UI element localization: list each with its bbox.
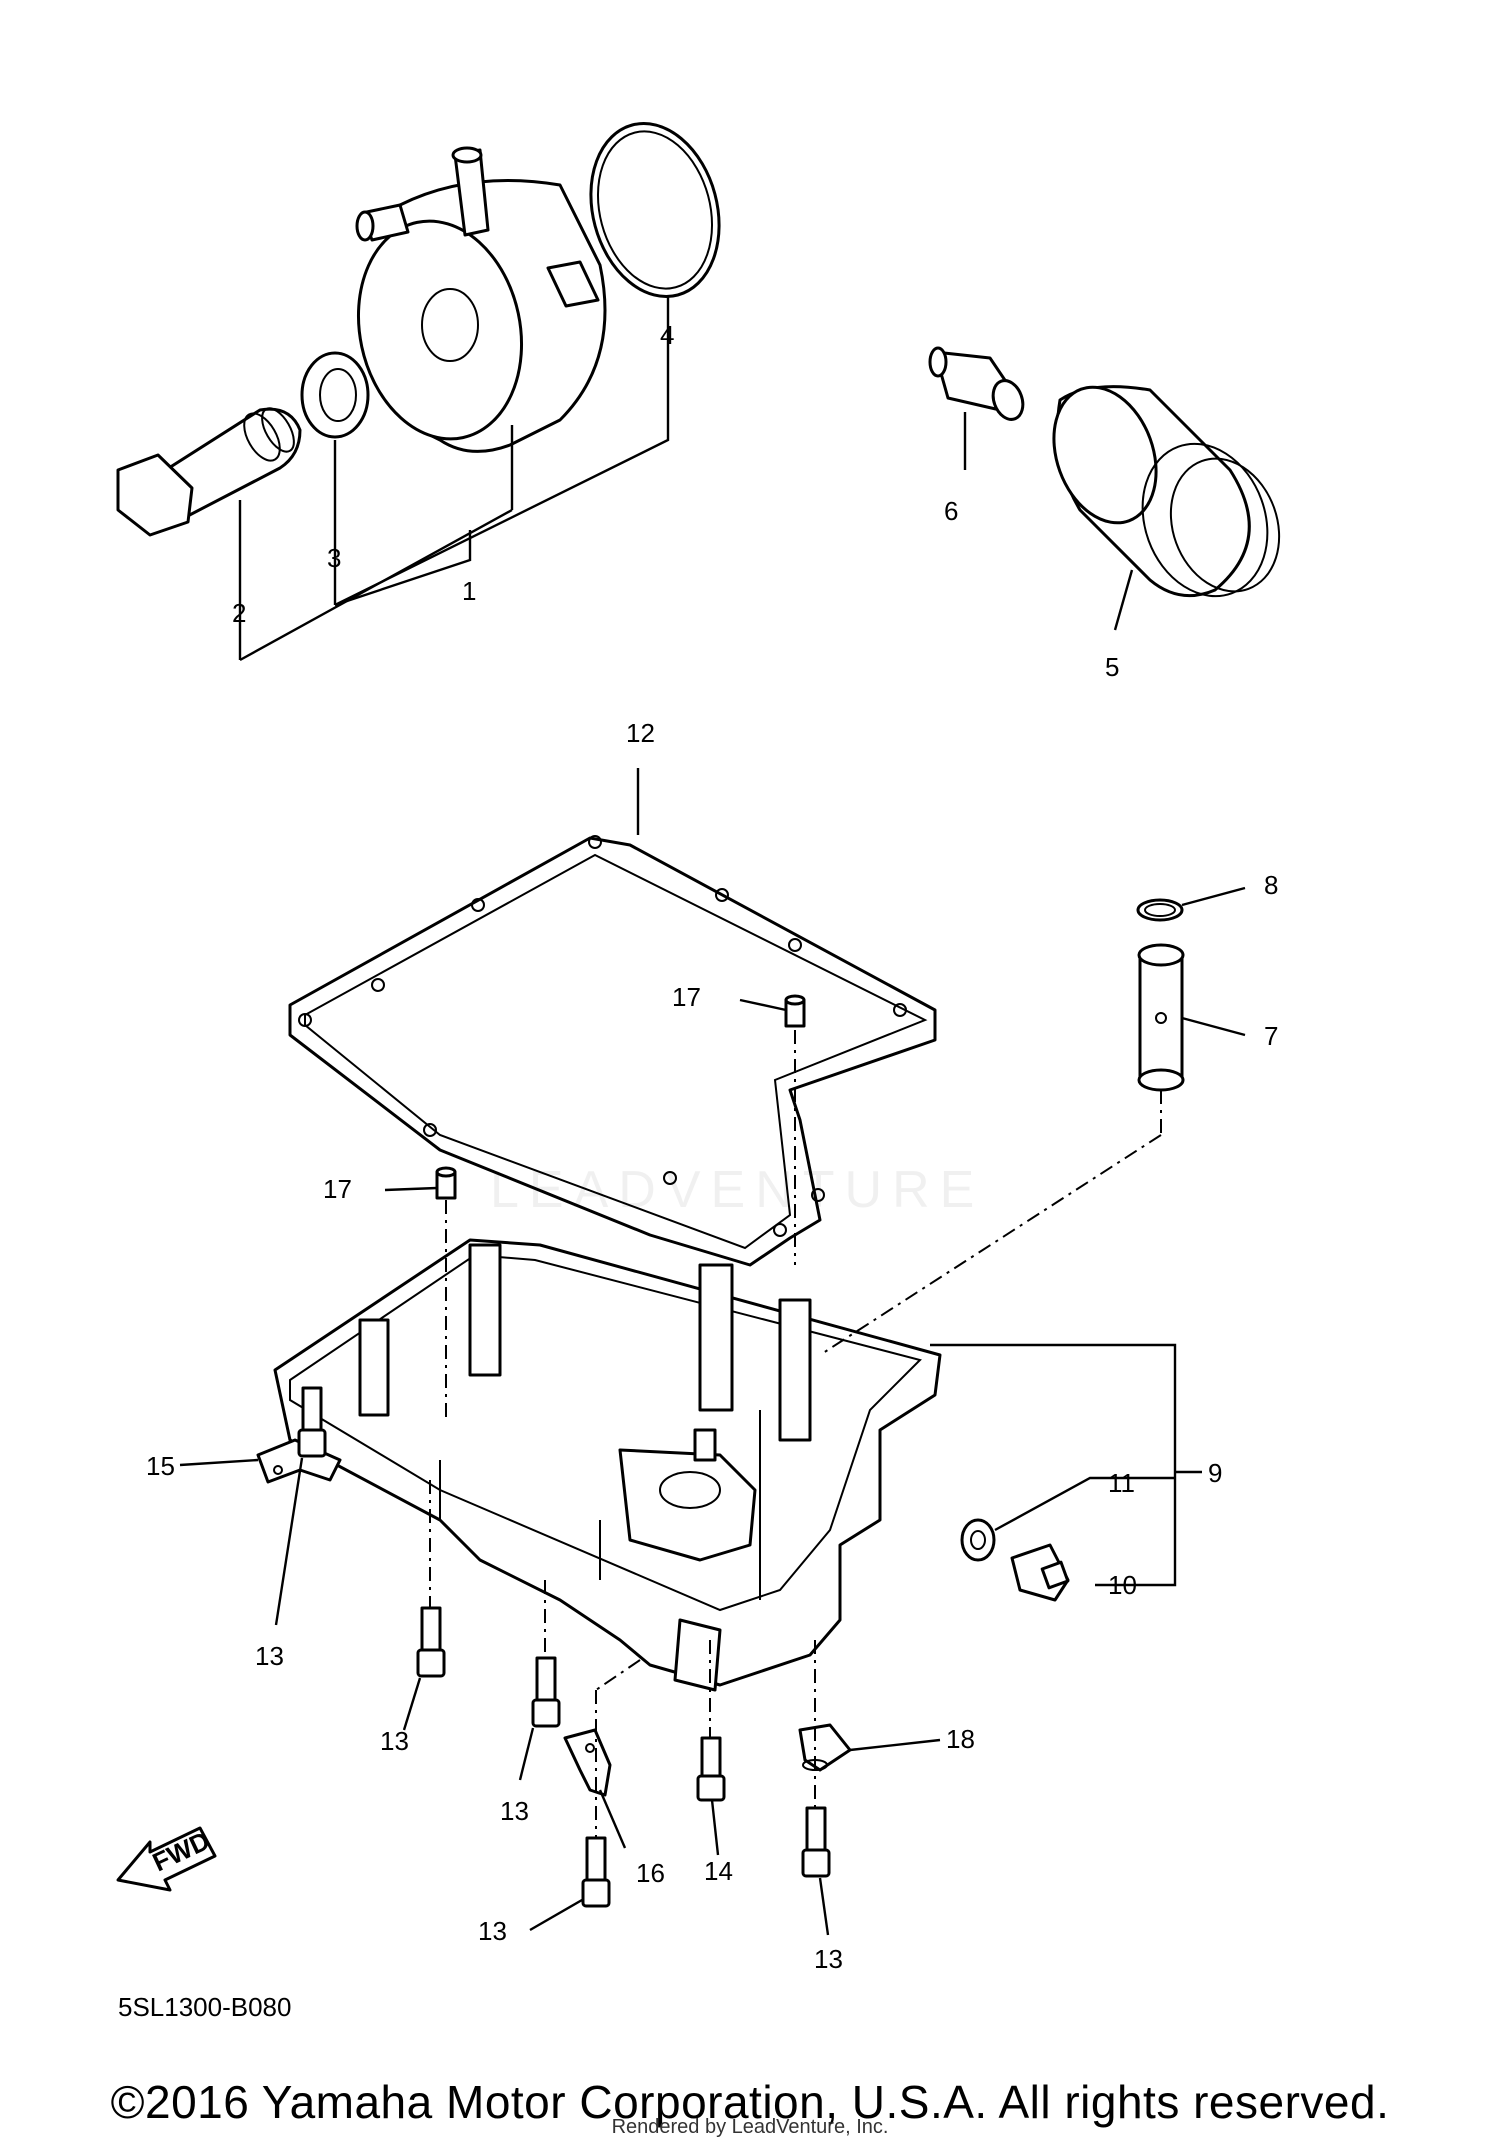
dowel-pin-part[interactable] xyxy=(435,1166,457,1200)
callout-3: 3 xyxy=(327,543,341,573)
callout-13: 13 xyxy=(255,1641,284,1671)
diagram-code: 5SL1300-B080 xyxy=(118,1992,292,2022)
bracket-part[interactable] xyxy=(256,1438,342,1484)
washer-part[interactable] xyxy=(300,351,370,439)
o-ring-small-part[interactable] xyxy=(1136,898,1184,922)
callout-2: 2 xyxy=(232,598,246,628)
clamp-part[interactable] xyxy=(798,1723,852,1772)
callout-4: 4 xyxy=(660,320,674,350)
leadventure-watermark: LEADVENTURE xyxy=(490,1161,985,1219)
bolt-part[interactable] xyxy=(416,1606,446,1678)
callout-13: 13 xyxy=(478,1916,507,1946)
union-bolt-part[interactable] xyxy=(116,403,302,537)
callout-17: 17 xyxy=(323,1174,352,1204)
dowel-pin-part[interactable] xyxy=(784,994,806,1028)
callout-13: 13 xyxy=(814,1944,843,1974)
bolt-part[interactable] xyxy=(531,1656,561,1728)
top-leader-lines xyxy=(238,296,1134,662)
o-ring-large-part[interactable] xyxy=(572,109,737,311)
oil-pan-part[interactable] xyxy=(273,1238,942,1692)
callout-labels: 1 2 3 4 5 6 7 8 9 10 11 12 13 13 13 13 1… xyxy=(146,320,1278,1974)
callout-18: 18 xyxy=(946,1724,975,1754)
bolt-part[interactable] xyxy=(696,1736,726,1802)
callout-7: 7 xyxy=(1264,1021,1278,1051)
bracket-part[interactable] xyxy=(563,1728,612,1797)
callout-10: 10 xyxy=(1108,1570,1137,1600)
callout-14: 14 xyxy=(704,1856,733,1886)
callout-9: 9 xyxy=(1208,1458,1222,1488)
callout-13: 13 xyxy=(380,1726,409,1756)
oil-filter-part[interactable] xyxy=(1036,373,1297,614)
copyright-notice: ©2016 Yamaha Motor Corporation, U.S.A. A… xyxy=(110,2076,1390,2128)
callout-8: 8 xyxy=(1264,870,1278,900)
drain-gasket-part[interactable] xyxy=(960,1518,996,1562)
callout-17: 17 xyxy=(672,982,701,1012)
drain-bolt-part[interactable] xyxy=(1010,1543,1070,1602)
bolt-part[interactable] xyxy=(297,1386,327,1458)
callout-1: 1 xyxy=(462,576,476,606)
callout-12: 12 xyxy=(626,718,655,748)
callout-6: 6 xyxy=(944,496,958,526)
callout-15: 15 xyxy=(146,1451,175,1481)
strainer-part[interactable] xyxy=(1137,943,1185,1092)
callout-11: 11 xyxy=(1108,1468,1135,1498)
callout-5: 5 xyxy=(1105,652,1119,682)
render-credit: Rendered by LeadVenture, Inc. xyxy=(611,2116,889,2138)
callout-13: 13 xyxy=(500,1796,529,1826)
callout-16: 16 xyxy=(636,1858,665,1888)
bolt-part[interactable] xyxy=(581,1836,611,1908)
forward-arrow-icon: FWD xyxy=(116,1825,217,1892)
bolt-part[interactable] xyxy=(801,1806,831,1878)
oil-cooler-part[interactable] xyxy=(339,146,607,454)
oil-pan-gasket-part[interactable] xyxy=(288,835,937,1267)
bottom-leader-lines xyxy=(179,768,1246,1936)
fitting-part[interactable] xyxy=(928,346,1028,424)
